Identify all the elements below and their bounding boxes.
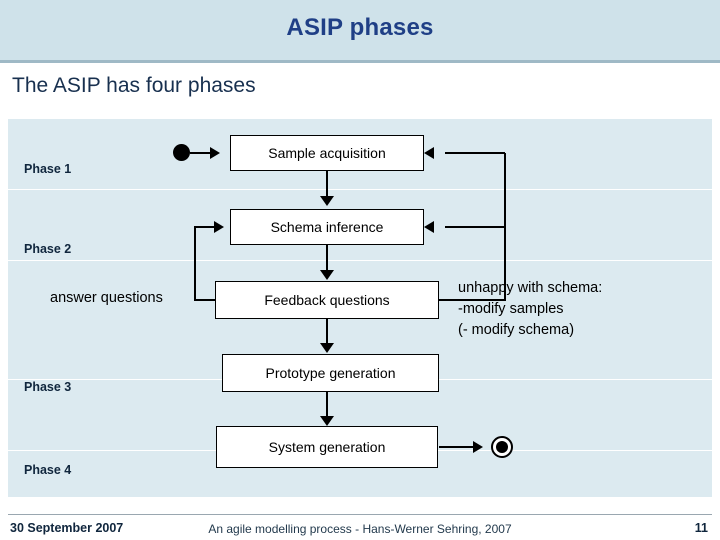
footer-date: 30 September 2007 bbox=[10, 521, 124, 535]
activity-label: System generation bbox=[268, 439, 386, 455]
connector-start-to-sample bbox=[190, 152, 212, 154]
page-title: ASIP phases bbox=[286, 14, 434, 41]
note-unhappy-line-1: unhappy with schema: bbox=[458, 280, 603, 296]
activity-label: Sample acquisition bbox=[268, 145, 386, 161]
arrowhead-system-to-end bbox=[473, 441, 483, 453]
activity-prototype-generation[interactable]: Prototype generation bbox=[222, 354, 439, 392]
connector-prototype-to-system bbox=[326, 392, 328, 418]
activity-schema-inference[interactable]: Schema inference bbox=[230, 209, 424, 245]
connector-answer-questions-riser bbox=[194, 227, 196, 301]
header-divider bbox=[0, 60, 720, 63]
footer-page-number: 11 bbox=[694, 521, 708, 535]
activity-system-generation[interactable]: System generation bbox=[216, 426, 438, 468]
note-unhappy-line-3: (- modify schema) bbox=[458, 322, 575, 338]
arrowhead-feedback-to-prototype bbox=[320, 343, 334, 353]
connector-answer-questions-segment bbox=[194, 299, 216, 301]
phase-label-1: Phase 1 bbox=[24, 162, 72, 176]
arrowhead-schema-to-feedback bbox=[320, 270, 334, 280]
note-unhappy-line-2: -modify samples bbox=[458, 301, 564, 317]
activity-label: Prototype generation bbox=[265, 365, 396, 381]
phase-label-3: Phase 3 bbox=[24, 380, 72, 394]
label-answer-questions: answer questions bbox=[50, 290, 163, 306]
footer-divider bbox=[8, 514, 712, 515]
connector-right-loop-riser bbox=[504, 153, 506, 300]
activity-diagram: Phase 1 Phase 2 Phase 3 Phase 4 Sample a… bbox=[8, 118, 712, 497]
initial-node-icon bbox=[173, 144, 190, 161]
connector-answer-questions-top bbox=[194, 226, 216, 228]
phase-label-4: Phase 4 bbox=[24, 463, 72, 477]
activity-feedback-questions[interactable]: Feedback questions bbox=[215, 281, 439, 319]
connector-right-loop-to-sample bbox=[445, 152, 505, 154]
arrowhead-sample-to-schema bbox=[320, 196, 334, 206]
activity-sample-acquisition[interactable]: Sample acquisition bbox=[230, 135, 424, 171]
phase-label-2: Phase 2 bbox=[24, 242, 72, 256]
connector-right-loop-bottom bbox=[439, 299, 506, 301]
arrowhead-prototype-to-system bbox=[320, 416, 334, 426]
connector-sample-to-schema bbox=[326, 171, 328, 199]
slide-subtitle: The ASIP has four phases bbox=[12, 74, 256, 97]
connector-right-loop-to-schema bbox=[445, 226, 505, 228]
footer-caption: An agile modelling process - Hans-Werner… bbox=[208, 522, 512, 536]
arrowhead-right-loop-to-schema bbox=[424, 221, 434, 233]
header-band bbox=[0, 0, 720, 60]
arrowhead-answer-questions bbox=[214, 221, 224, 233]
activity-label: Schema inference bbox=[270, 219, 384, 235]
connector-feedback-to-prototype bbox=[326, 319, 328, 345]
arrowhead-start-to-sample bbox=[210, 147, 220, 159]
final-node-inner-icon bbox=[496, 441, 508, 453]
connector-schema-to-feedback bbox=[326, 245, 328, 273]
activity-label: Feedback questions bbox=[264, 292, 390, 308]
connector-system-to-end bbox=[439, 446, 475, 448]
arrowhead-right-loop-to-sample bbox=[424, 147, 434, 159]
